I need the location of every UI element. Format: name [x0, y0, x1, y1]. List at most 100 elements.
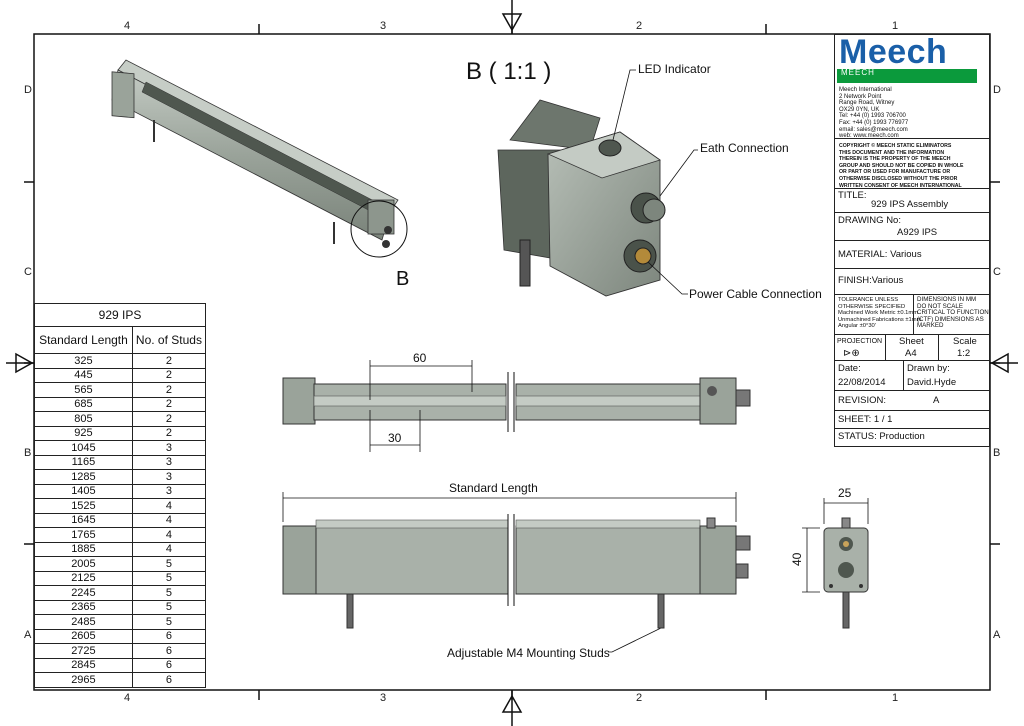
studs-cell: 5	[131, 599, 207, 615]
dims-note-line: DIMENSIONS IN MM	[917, 296, 977, 303]
studs-cell: 4	[131, 527, 207, 543]
title-cell: TITLE: 929 IPS Assembly	[835, 189, 989, 213]
copyright-line: OR PART OR USED FOR MANUFACTURE OR	[839, 169, 951, 176]
studs-cell: 2	[131, 382, 207, 398]
tolerance-line: Machined Work Metric ±0.1mm	[838, 310, 919, 317]
copyright-line: GROUP AND SHOULD NOT BE COPIED IN WHOLE	[839, 162, 964, 169]
dim-30: 30	[388, 431, 402, 445]
status-cell: STATUS: Production	[835, 429, 989, 446]
copyright-line: THEREIN IS THE PROPERTY OF THE MEECH	[839, 156, 951, 163]
studs-cell: 4	[131, 541, 207, 557]
end-view	[823, 517, 869, 629]
studs-cell: 6	[131, 643, 207, 659]
address-line: Range Road, Witney	[839, 100, 895, 107]
finish-cell: FINISH:Various	[835, 269, 989, 295]
tolerance-line: Unmachined Fabrications ±1mm	[838, 316, 922, 323]
table-header-length: Standard Length	[34, 326, 133, 354]
led-indicator-label: LED Indicator	[638, 62, 711, 76]
length-cell: 2485	[34, 614, 133, 630]
dim-60: 60	[413, 351, 427, 365]
length-cell: 925	[34, 425, 133, 441]
zone-col-3-top: 3	[380, 20, 387, 32]
length-cell: 685	[34, 396, 133, 412]
tolerance-line: TOLERANCE UNLESS	[838, 297, 899, 303]
sheet-label: Sheet	[899, 336, 924, 347]
copyright-line: WRITTEN CONSENT OF MEECH INTERNATIONAL	[839, 182, 962, 189]
length-cell: 1525	[34, 498, 133, 514]
logo-subtext: MEECH	[841, 68, 875, 77]
zone-row-d-right: D	[993, 84, 1001, 96]
zone-col-4-top: 4	[124, 20, 131, 32]
zone-col-1-top: 1	[892, 20, 899, 32]
title-label: TITLE:	[838, 190, 867, 201]
dim-40: 40	[790, 552, 804, 566]
dim-25: 25	[838, 486, 852, 500]
studs-cell: 2	[131, 396, 207, 412]
drawn-by-label: Drawn by:	[907, 363, 950, 374]
zone-row-a-right: A	[993, 629, 1001, 641]
address-line: email: sales@meech.com	[839, 126, 908, 133]
stud-count-table: 929 IPS Standard Length No. of Studs 325…	[34, 303, 207, 688]
zone-row-b-left: B	[24, 447, 32, 459]
sheet-count-cell: SHEET: 1 / 1	[835, 411, 989, 429]
studs-cell: 2	[131, 411, 207, 427]
length-cell: 2125	[34, 570, 133, 586]
table-title: 929 IPS	[34, 303, 206, 327]
studs-cell: 5	[131, 585, 207, 601]
iso-view	[111, 59, 408, 258]
dims-note-line: DO NOT SCALE	[917, 302, 963, 310]
projection-sheet-scale-cell: PROJECTION ⊳⊕ Sheet A4 Scale 1:2	[835, 335, 989, 361]
mounting-studs-label: Adjustable M4 Mounting Studs	[447, 646, 610, 660]
title-value: 929 IPS Assembly	[871, 199, 949, 210]
finish-text: FINISH:Various	[838, 275, 904, 286]
length-cell: 1765	[34, 527, 133, 543]
top-view-dims	[369, 360, 473, 452]
copyright-line: COPYRIGHT © MEECH STATIC ELIMINATORS	[839, 143, 952, 149]
length-cell: 2245	[34, 585, 133, 601]
dims-note-line: MARKED	[917, 322, 944, 330]
power-cable-label: Power Cable Connection	[689, 287, 822, 301]
studs-cell: 5	[131, 556, 207, 572]
studs-cell: 5	[131, 570, 207, 586]
length-cell: 2605	[34, 628, 133, 644]
studs-cell: 3	[131, 440, 207, 456]
length-cell: 2965	[34, 672, 133, 688]
zone-row-b-right: B	[993, 447, 1001, 459]
revision-cell: REVISION: A	[835, 391, 989, 411]
length-cell: 2845	[34, 657, 133, 673]
studs-cell: 2	[131, 425, 207, 441]
length-cell: 1285	[34, 469, 133, 485]
projection-divider	[885, 335, 886, 361]
studs-cell: 6	[131, 657, 207, 673]
top-view	[282, 372, 751, 432]
zone-row-a-left: A	[24, 629, 32, 641]
logo-green-bar	[837, 69, 977, 83]
studs-cell: 6	[131, 672, 207, 688]
length-cell: 805	[34, 411, 133, 427]
meech-logo: Meech	[839, 33, 948, 71]
centring-marks	[6, 0, 1018, 726]
date-divider	[903, 361, 904, 391]
zone-col-1-bottom: 1	[892, 692, 899, 704]
zone-row-c-right: C	[993, 266, 1001, 278]
material-cell: MATERIAL: Various	[835, 241, 989, 269]
